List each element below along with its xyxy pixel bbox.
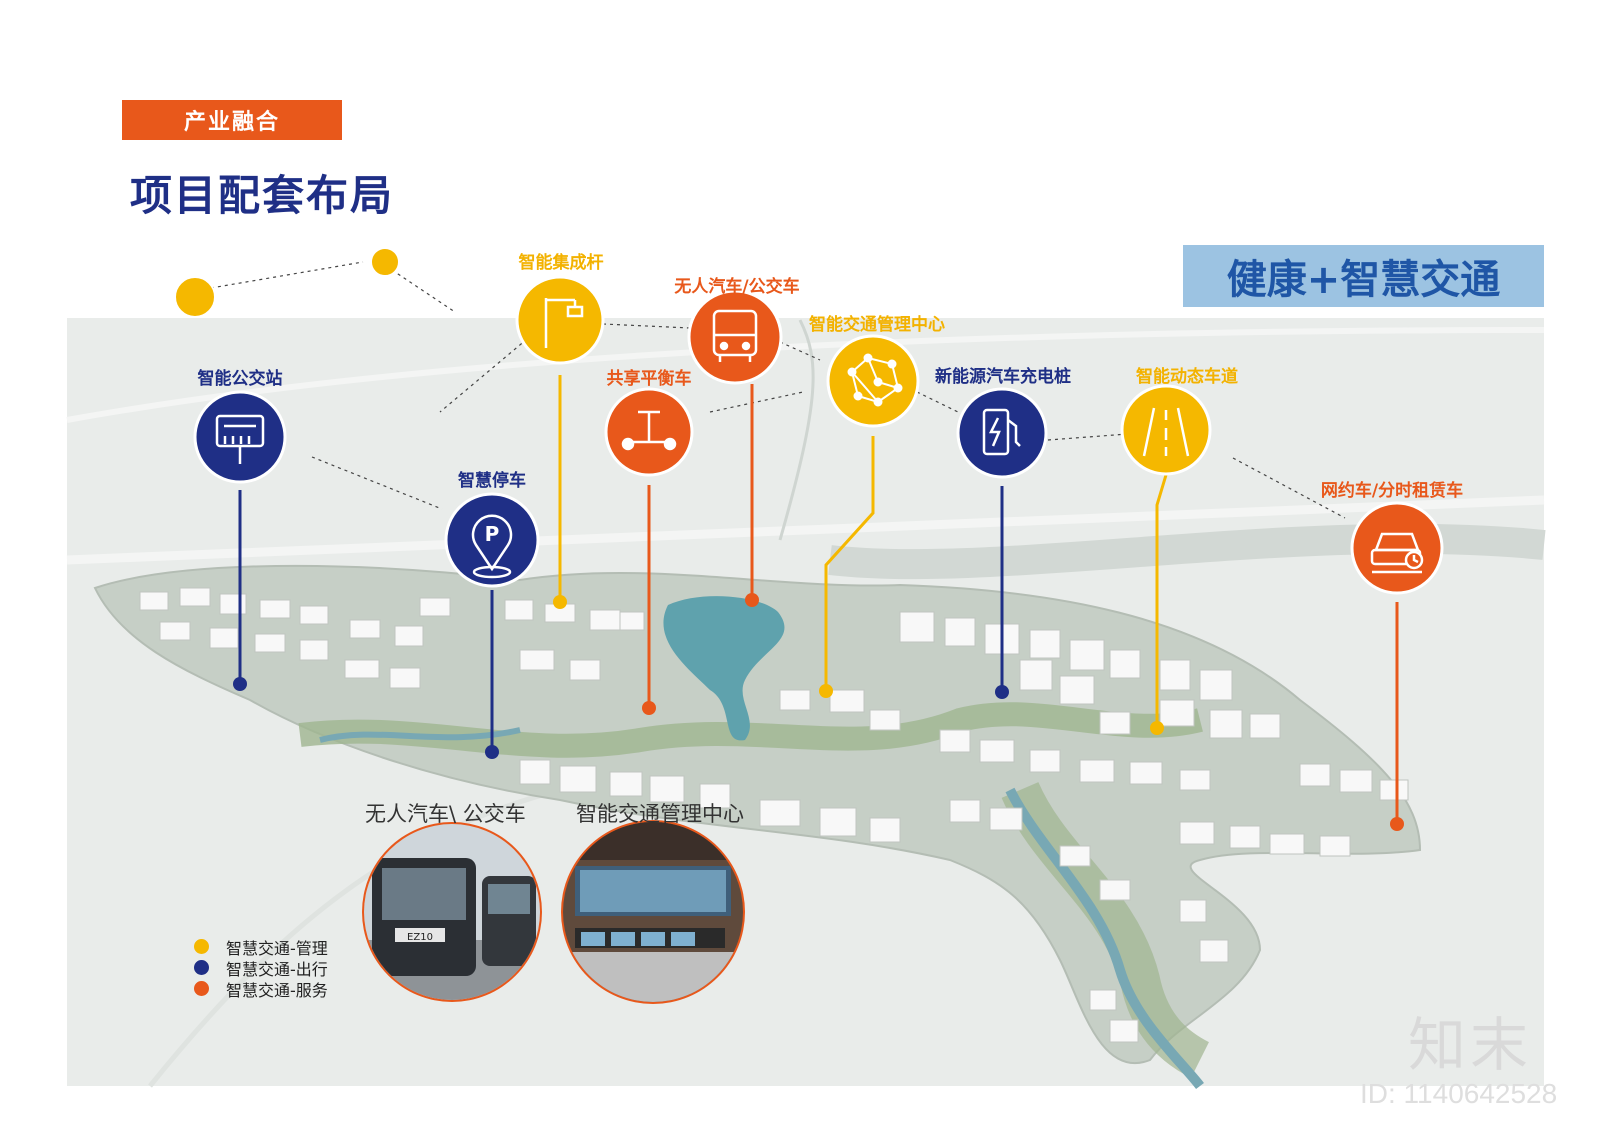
river [1005,787,1204,1090]
watermark-logo: 知末 [1408,1011,1533,1079]
balance-scooter-icon [621,410,677,451]
self-balancing-node[interactable] [604,387,694,477]
bus-station-node[interactable] [193,390,287,484]
charging-station-icon [982,408,1021,456]
legend: 智慧交通-管理 智慧交通-出行 智慧交通-服务 [194,936,328,1000]
label-smart-pole: 智能集成杆 [518,253,604,273]
ev-charging-node[interactable] [956,387,1048,479]
caption-control-room: 智能交通管理中心 [576,802,744,826]
label-dynamic-lane: 智能动态车道 [1136,367,1238,387]
parking-letter: P [485,522,500,546]
label-autonomous-bus: 无人汽车/公交车 [674,277,800,297]
decor-dot-small [370,247,400,277]
parking-pin-icon [471,514,513,579]
ride-hailing-node[interactable] [1350,501,1444,595]
bus-front-icon [712,309,758,362]
legend-dot-yellow [194,939,209,954]
headline-banner: 健康+智慧交通 [1183,245,1544,307]
smart-pole-node[interactable] [515,275,605,365]
legend-item-service: 智慧交通-服务 [194,978,328,1000]
label-bus-station: 智能公交站 [197,369,283,389]
anchor-dots [233,593,1404,831]
lake [663,596,785,741]
leader-lines [238,375,1399,822]
legend-item-management: 智慧交通-管理 [194,936,328,958]
autonomous-bus-photo: EZ10 [362,822,542,1002]
label-smart-parking: 智慧停车 [458,471,526,491]
caption-autonomous-bus: 无人汽车\ 公交车 [365,802,526,826]
legend-dot-navy [194,960,209,975]
label-self-balancing: 共享平衡车 [606,369,692,389]
page-title: 项目配套布局 [130,171,395,220]
control-room-photo [561,820,745,1004]
section-tag: 产业融合 [122,100,342,140]
road-lanes-icon [1142,407,1190,457]
traffic-center-node[interactable] [826,334,920,428]
dynamic-lane-node[interactable] [1120,384,1212,476]
legend-label: 智慧交通-管理 [226,938,328,958]
bus-plate: EZ10 [407,932,433,943]
smart-parking-node[interactable]: P [444,492,540,588]
label-ev-charging: 新能源汽车充电桩 [935,367,1071,387]
car-clock-icon [1370,532,1424,574]
legend-dot-orange [194,981,209,996]
bus-stop-sign-icon [215,414,265,464]
legend-label: 智慧交通-服务 [226,980,328,1000]
label-ride-hailing: 网约车/分时租赁车 [1320,481,1464,501]
label-traffic-center: 智能交通管理中心 [809,315,945,335]
autonomous-bus-node[interactable] [687,289,783,385]
decor-dot-large [174,276,216,318]
network-nodes-icon [847,353,903,407]
watermark-id: ID: 1140642528 [1360,1078,1558,1109]
street-lamp-icon [544,298,584,348]
dashed-connectors [210,261,1346,519]
legend-label: 智慧交通-出行 [226,959,328,979]
legend-item-travel: 智慧交通-出行 [194,957,328,979]
